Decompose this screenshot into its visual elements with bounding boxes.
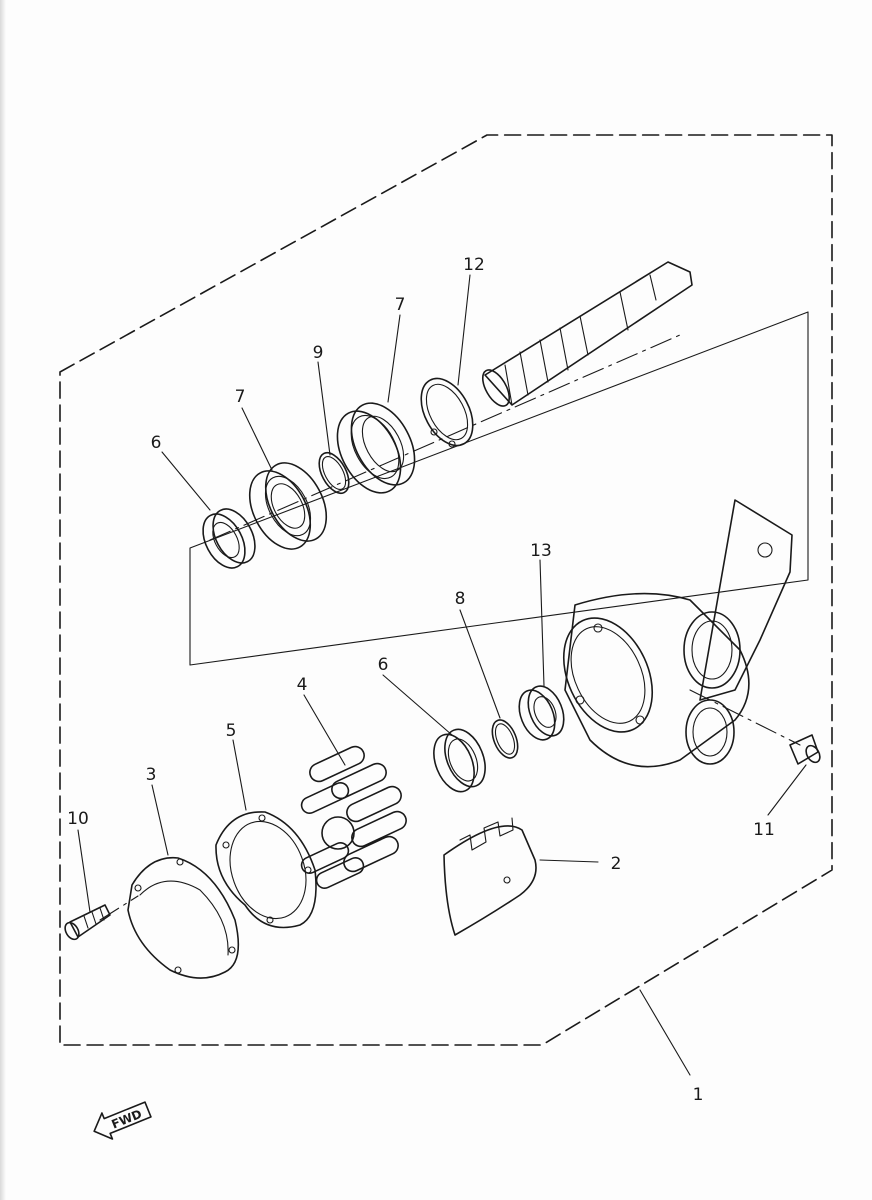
callout-4: 4 [297,675,308,695]
oil-seal-6-upper [202,508,256,569]
fwd-direction-badge: FWD [93,1101,152,1140]
liner-2 [443,817,537,936]
callout-8: 8 [455,589,466,609]
callout-13: 13 [530,541,552,561]
callout-10: 10 [67,809,89,829]
callout-3: 3 [146,765,157,785]
o-ring-8 [491,719,519,759]
gasket-5 [215,811,317,929]
shaft-axis-line [209,334,681,541]
bearing-7-upper [336,402,416,494]
cover-plate-3 [127,856,240,979]
assembly-boundary [59,134,833,1046]
callout-7-lower: 7 [235,387,246,407]
bolt-axis-line [99,895,139,921]
housing-axis-line [689,689,801,746]
leader-lines [77,274,807,1076]
callout-11: 11 [753,820,775,840]
arrow-left-icon [93,1101,152,1140]
scan-edge-shadow [0,0,6,1200]
bearing-7-lower [248,462,328,550]
screw-11 [789,734,821,765]
callout-1: 1 [693,1085,704,1105]
seal-13 [518,685,565,741]
callout-12: 12 [463,255,485,275]
shaft-subassembly-box [189,311,809,666]
fwd-label: FWD [110,1107,144,1132]
circlip-12 [420,377,474,448]
callout-6-upper: 6 [151,433,162,453]
callout-2: 2 [611,854,622,874]
pump-housing [562,499,793,768]
impeller-4 [300,745,407,889]
oil-seal-6-lower [433,728,486,793]
callout-6-lower: 6 [378,655,389,675]
drive-shaft [481,261,693,407]
bolt-10 [64,904,111,941]
callout-9: 9 [313,343,324,363]
callout-7-upper: 7 [395,295,406,315]
callout-5: 5 [226,721,237,741]
snap-ring-9 [318,451,350,495]
